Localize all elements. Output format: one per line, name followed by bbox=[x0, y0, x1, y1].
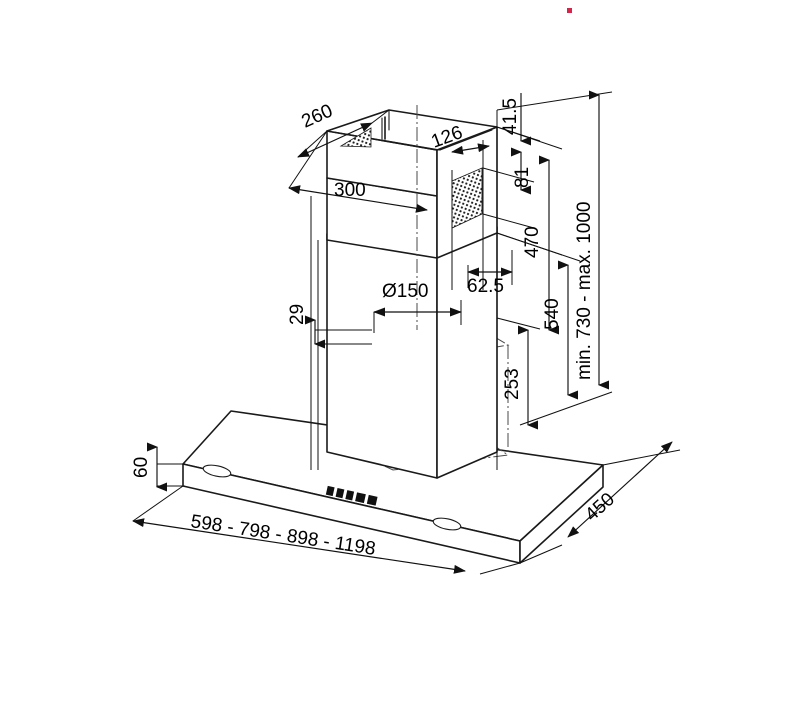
dim-label-540: 540 bbox=[542, 298, 563, 330]
chimney-inner-rim-right bbox=[439, 129, 493, 151]
dimension-motor-box-height: 253 bbox=[496, 317, 541, 430]
ext-540-a bbox=[496, 232, 581, 262]
dimension-grille-height: 81 bbox=[482, 147, 535, 229]
ext-install-b bbox=[519, 391, 613, 426]
control-button-3[interactable] bbox=[345, 490, 355, 501]
control-button-2[interactable] bbox=[335, 488, 345, 499]
control-button-5[interactable] bbox=[366, 494, 378, 506]
dim-line-260 bbox=[297, 122, 373, 158]
control-panel[interactable] bbox=[325, 485, 378, 506]
dimension-install-height: min. 730 - max. 1000 bbox=[496, 90, 613, 426]
control-button-4[interactable] bbox=[355, 492, 366, 504]
dim-line-126 bbox=[451, 143, 490, 155]
chimney-lower-front-face bbox=[326, 233, 438, 479]
control-button-1[interactable] bbox=[325, 485, 335, 497]
dim-label-300: 300 bbox=[334, 180, 366, 201]
ext-81-b bbox=[482, 213, 535, 229]
dimension-chimney-to-hood: 540 bbox=[496, 232, 581, 400]
dim-label-253: 253 bbox=[502, 368, 523, 400]
ext-470-a bbox=[496, 126, 563, 150]
dimension-duct-offset: 62.5 bbox=[467, 250, 513, 297]
ext-widths-a bbox=[132, 485, 184, 522]
dimension-chimney-height: 470 bbox=[496, 126, 563, 335]
ext-widths-b bbox=[479, 562, 521, 575]
dim-label-duct-offset: 62.5 bbox=[467, 276, 504, 297]
dim-label-81: 81 bbox=[512, 167, 533, 188]
ext-install-a bbox=[496, 91, 613, 111]
dim-label-install-height: min. 730 - max. 1000 bbox=[574, 202, 595, 380]
dim-label-60: 60 bbox=[131, 457, 152, 478]
chimney-lower-group bbox=[326, 226, 498, 479]
dim-label-470: 470 bbox=[522, 226, 543, 258]
registration-dot-marker bbox=[567, 8, 572, 13]
ext-253-a bbox=[496, 317, 541, 330]
hood-light-left bbox=[202, 464, 232, 478]
ext-260-a bbox=[371, 109, 390, 124]
dimension-chimney-top-width: 300 bbox=[288, 130, 428, 213]
dim-label-29: 29 bbox=[287, 304, 308, 325]
dim-line-widths bbox=[132, 518, 466, 574]
chimney-lower-right-face bbox=[436, 226, 498, 479]
construction-lines bbox=[310, 105, 498, 470]
dim-line-450 bbox=[567, 441, 673, 538]
dim-label-260: 260 bbox=[298, 100, 336, 132]
ext-300-a bbox=[288, 130, 328, 189]
dimension-hood-thickness: 60 bbox=[131, 442, 185, 492]
ext-450-b bbox=[519, 544, 563, 564]
ext-260-b bbox=[297, 130, 328, 158]
dim-line-300 bbox=[288, 185, 428, 213]
dimension-motor-box-top-offset: 29 bbox=[287, 304, 372, 349]
dimension-duct-diameter: Ø150 bbox=[373, 281, 462, 333]
ext-450-a bbox=[602, 449, 681, 466]
dim-label-duct-diameter: Ø150 bbox=[382, 281, 428, 302]
ext-81-a bbox=[482, 167, 535, 183]
